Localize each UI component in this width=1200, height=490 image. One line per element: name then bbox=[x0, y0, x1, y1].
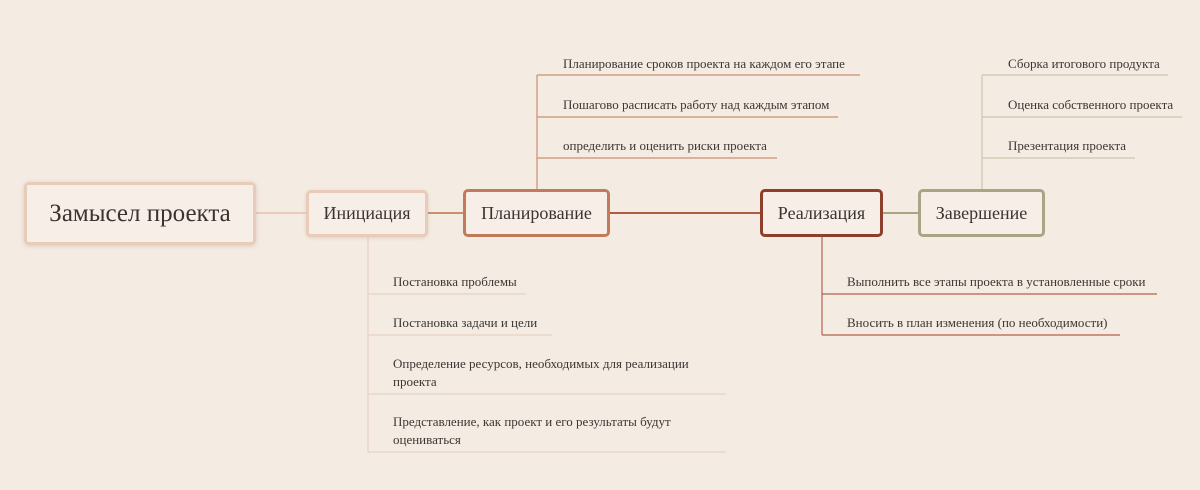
planning-item[interactable]: Пошагово расписать работу над каждым эта… bbox=[563, 97, 830, 112]
stage-completion-label: Завершение bbox=[935, 202, 1028, 223]
stage-realization-node[interactable]: Реализация bbox=[760, 189, 883, 237]
initiation-item[interactable]: Постановка задачи и цели bbox=[393, 315, 538, 330]
root-label: Замысел проекта bbox=[49, 199, 231, 227]
completion-item[interactable]: Сборка итогового продукта bbox=[1008, 56, 1160, 71]
stage-completion-node[interactable]: Завершение bbox=[918, 189, 1045, 237]
root-node[interactable]: Замысел проекта bbox=[24, 182, 256, 245]
stage-realization-label: Реализация bbox=[777, 202, 866, 223]
completion-item[interactable]: Оценка собственного проекта bbox=[1008, 97, 1174, 112]
completion-item[interactable]: Презентация проекта bbox=[1008, 138, 1127, 153]
stage-initiation-label: Инициация bbox=[323, 203, 411, 223]
stage-initiation-node[interactable]: Инициация bbox=[306, 190, 428, 237]
realization-branch-lines bbox=[821, 237, 1157, 336]
initiation-item[interactable]: Определение ресурсов, необходимых для ре… bbox=[393, 356, 689, 389]
completion-branch-lines bbox=[981, 74, 1182, 189]
realization-item[interactable]: Выполнить все этапы проекта в установлен… bbox=[847, 274, 1146, 289]
realization-item[interactable]: Вносить в план изменения (по необходимос… bbox=[847, 315, 1108, 330]
planning-item[interactable]: определить и оценить риски проекта bbox=[563, 138, 767, 153]
stage-planning-node[interactable]: Планирование bbox=[463, 189, 610, 237]
planning-item[interactable]: Планирование сроков проекта на каждом ег… bbox=[563, 56, 845, 71]
initiation-branch-lines bbox=[367, 237, 726, 453]
planning-branch-lines bbox=[536, 74, 860, 189]
initiation-item[interactable]: Представление, как проект и его результа… bbox=[393, 414, 671, 447]
stage-planning-label: Планирование bbox=[481, 202, 592, 223]
initiation-item[interactable]: Постановка проблемы bbox=[393, 274, 517, 289]
